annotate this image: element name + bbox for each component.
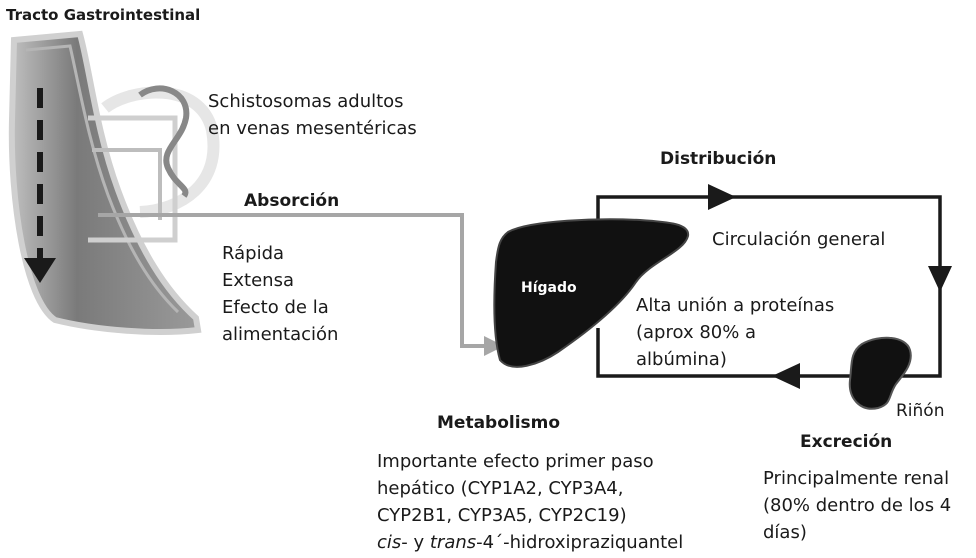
loop-arrow-bottom	[772, 363, 800, 389]
rinon-label: Riñón	[896, 401, 945, 421]
cis-term: cis	[377, 532, 402, 553]
loop-arrow-top	[708, 184, 736, 210]
metabolismo-line: CYP2B1, CYP3A5, CYP2C19)	[377, 505, 627, 526]
absorcion-list: Rápida Extensa Efecto de la alimentación	[222, 240, 338, 348]
loop-arrow-right	[928, 266, 952, 292]
schistosoma-worm-icon	[138, 85, 190, 198]
metabolite-line: cis- y trans-4´-hidroxipraziquantel	[377, 529, 683, 556]
distribution-loop	[596, 184, 952, 389]
union-proteinas-label: Alta unión a proteínas (aprox 80% a albú…	[636, 292, 834, 373]
liver-icon	[493, 218, 690, 368]
schistosomas-label: Schistosomas adultos en venas mesentéric…	[208, 88, 417, 142]
union-line: albúmina)	[636, 349, 727, 370]
absorcion-item: Rápida	[222, 243, 285, 264]
union-line: (aprox 80% a	[636, 322, 757, 343]
excrecion-text: Principalmente renal (80% dentro de los …	[763, 465, 951, 546]
schistosomas-line: Schistosomas adultos	[208, 91, 404, 112]
distribucion-heading: Distribución	[660, 149, 777, 169]
gi-tract	[8, 30, 202, 335]
mesenteric-veins	[88, 85, 220, 243]
absorcion-item: Efecto de la	[222, 297, 329, 318]
metabolite-name: -4´-hidroxipraziquantel	[476, 532, 684, 553]
kidney-icon	[848, 336, 912, 410]
metabolismo-line: hepático (CYP1A2, CYP3A4,	[377, 478, 624, 499]
trans-term: trans	[429, 532, 477, 553]
circulacion-label: Circulación general	[712, 229, 886, 250]
gi-arrow-head	[24, 258, 56, 283]
absorption-arrow	[98, 213, 504, 356]
union-line: Alta unión a proteínas	[636, 295, 835, 316]
metabolismo-line: Importante efecto primer paso	[377, 451, 654, 472]
excrecion-line: días)	[763, 522, 807, 543]
excrecion-heading: Excreción	[800, 432, 893, 452]
absorcion-item: Extensa	[222, 270, 294, 291]
diagram-title: Tracto Gastrointestinal	[6, 6, 201, 24]
metabolismo-text: Importante efecto primer paso hepático (…	[377, 448, 683, 556]
schistosomas-line: en venas mesentéricas	[208, 118, 417, 139]
excrecion-line: (80% dentro de los 4	[763, 495, 952, 516]
absorcion-item: alimentación	[222, 324, 339, 345]
higado-label: Hígado	[521, 280, 577, 296]
absorcion-heading: Absorción	[244, 191, 340, 211]
metabolismo-heading: Metabolismo	[437, 413, 561, 433]
excrecion-line: Principalmente renal	[763, 468, 950, 489]
metabolite-connector: - y	[401, 532, 430, 553]
